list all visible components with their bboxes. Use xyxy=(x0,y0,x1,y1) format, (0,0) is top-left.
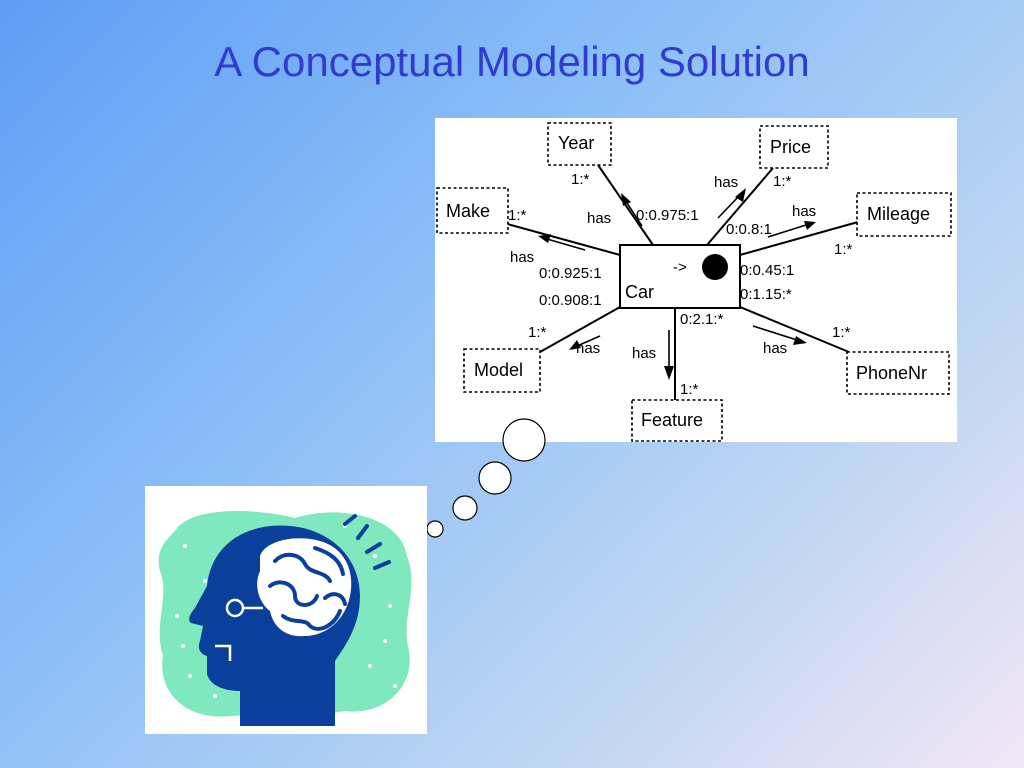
mileage-entity-box xyxy=(856,192,952,237)
clipart-sparkle-dots xyxy=(175,524,397,698)
cardinality-mileage-near: 0:0.45:1 xyxy=(740,262,794,279)
car-arrow-label: -> xyxy=(673,259,687,276)
feature-entity-box xyxy=(631,399,723,442)
year-entity-box xyxy=(547,122,612,166)
thought-bubble-medium xyxy=(478,461,512,495)
thinking-head-svg xyxy=(158,511,412,726)
edge-car-price xyxy=(706,167,774,246)
car-entity-label: Car xyxy=(625,282,654,302)
cardinality-year-far: 1:* xyxy=(571,171,590,188)
conceptual-model-diagram: Car -> Year Price Make Mileage Model Fea… xyxy=(435,118,957,442)
has-label-price: has xyxy=(714,174,738,191)
cardinality-phonenr-far: 1:* xyxy=(832,324,851,341)
arrow-has-model xyxy=(569,335,601,350)
edge-car-make xyxy=(499,221,621,256)
feature-entity-label: Feature xyxy=(641,410,703,430)
cardinality-price-near: 0:0.8:1 xyxy=(726,221,772,238)
thought-bubbles xyxy=(426,418,546,538)
cardinality-price-far: 1:* xyxy=(773,173,792,190)
model-entity-label: Model xyxy=(474,360,523,380)
has-label-phonenr: has xyxy=(763,340,787,357)
arrow-has-phonenr xyxy=(752,325,807,345)
arrow-has-feature xyxy=(664,330,674,380)
cardinality-model-far: 1:* xyxy=(528,324,547,341)
make-entity-label: Make xyxy=(446,201,490,221)
cardinality-mileage-far: 1:* xyxy=(834,241,853,258)
edge-car-year xyxy=(597,164,654,246)
mileage-entity-label: Mileage xyxy=(867,204,930,224)
has-label-make: has xyxy=(510,249,534,266)
clipart-thought-lines xyxy=(343,514,391,570)
arrow-has-mileage xyxy=(767,221,816,238)
has-label-feature: has xyxy=(632,345,656,362)
slide-title: A Conceptual Modeling Solution xyxy=(214,38,810,85)
thinking-head-icon xyxy=(145,486,427,734)
arrow-has-price xyxy=(717,188,746,219)
thought-bubble-tiny xyxy=(426,520,444,538)
arrow-has-year xyxy=(621,193,643,227)
phonenr-entity-box xyxy=(846,351,950,395)
cardinality-make-near: 0:0.925:1 xyxy=(539,265,602,282)
phonenr-entity-label: PhoneNr xyxy=(856,363,927,383)
cardinality-model-near: 0:0.908:1 xyxy=(539,292,602,309)
thought-bubble-small xyxy=(452,495,478,521)
has-label-year: has xyxy=(587,210,611,227)
price-entity-box xyxy=(759,125,829,169)
year-entity-label: Year xyxy=(558,133,594,153)
cardinality-make-far: 1:* xyxy=(508,207,527,224)
cardinality-year-near: 0:0.975:1 xyxy=(636,207,699,224)
model-entity-box xyxy=(463,348,541,393)
has-label-model: has xyxy=(576,340,600,357)
edge-car-phonenr xyxy=(739,306,850,353)
cardinality-feature-near: 0:2.1:* xyxy=(680,311,724,328)
price-entity-label: Price xyxy=(770,137,811,157)
diagram-svg: Car -> Year Price Make Mileage Model Fea… xyxy=(436,122,952,442)
car-key-dot xyxy=(702,254,728,280)
arrow-has-make xyxy=(538,234,586,251)
make-entity-box xyxy=(436,187,509,234)
clipart-brain xyxy=(257,538,352,637)
thought-bubble-large xyxy=(502,418,546,462)
cardinality-phonenr-near: 0:1.15:* xyxy=(740,286,792,303)
edge-car-mileage xyxy=(739,221,859,256)
clipart-brain-folds xyxy=(268,546,347,631)
has-label-mileage: has xyxy=(792,203,816,220)
edge-car-model xyxy=(539,306,621,353)
cardinality-feature-far: 1:* xyxy=(680,381,699,398)
clipart-face-details xyxy=(215,598,263,661)
